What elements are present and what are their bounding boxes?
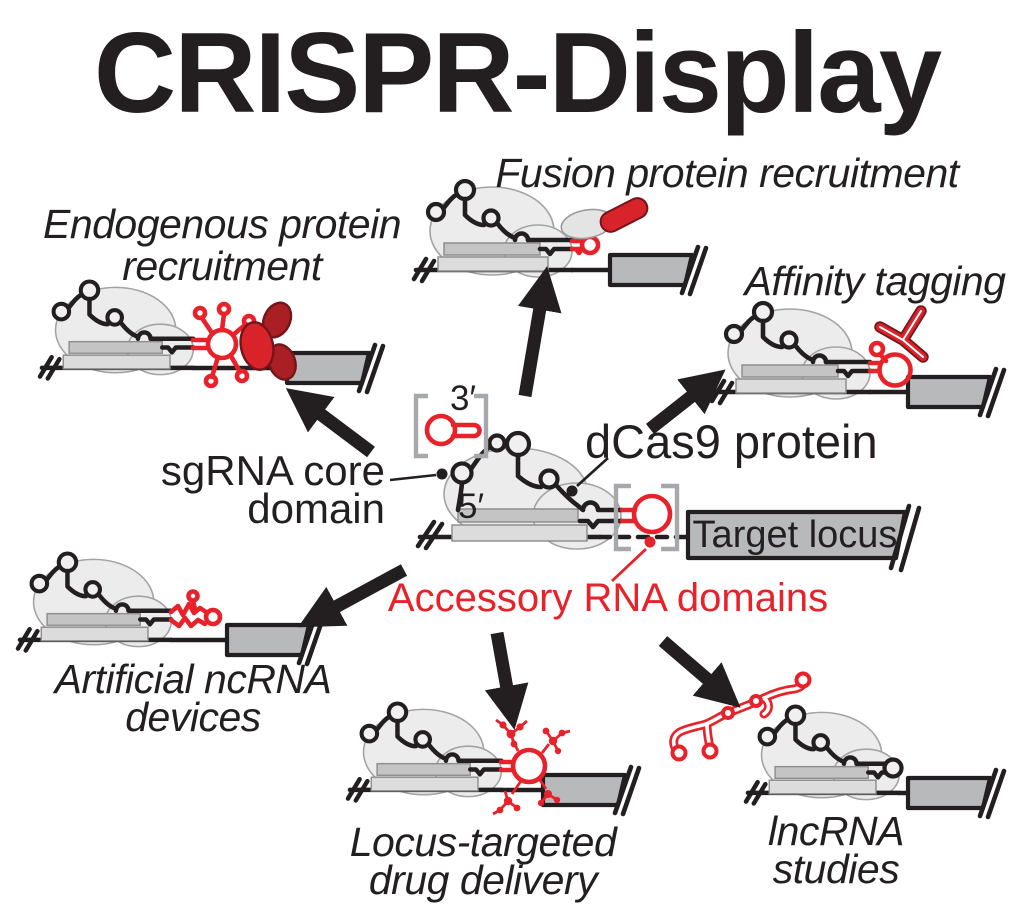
accessory-rna-bracket (613, 483, 680, 552)
label-target-locus: Target locus (692, 514, 898, 556)
three-prime-bracket (413, 393, 489, 459)
accessory-pointer-dot (644, 536, 656, 548)
arrow-to-artificial (297, 564, 408, 628)
dcas9-pointer-line (576, 457, 609, 487)
sgrna-core-pointer-dot (436, 468, 448, 480)
arrows (285, 266, 741, 730)
endogenous-proteins-icon (239, 301, 297, 381)
artificial-ncrna-complex (18, 554, 323, 664)
drug-delivery-complex (348, 704, 639, 814)
accessory-rna-loop-icon (619, 493, 673, 535)
fusion-complex (414, 181, 706, 294)
drug-loop-icon (498, 747, 548, 785)
sgrna-core-icon (450, 430, 625, 530)
ncrna-device-icon (168, 589, 223, 629)
fusion-hairpin-icon (569, 234, 601, 256)
label-dcas9-protein: dCas9 protein (585, 415, 878, 468)
lncrna-complex (669, 671, 1005, 818)
label-three-prime: 3′ (450, 379, 477, 418)
label-affinity-tagging: Affinity tagging (744, 258, 1006, 304)
three-prime-hairpin-icon (424, 413, 482, 447)
fusion-protein-icon (560, 197, 649, 240)
drug-molecules-icon (492, 718, 571, 816)
label-accessory-rna-domains: Accessory RNA domains (387, 576, 829, 620)
label-artificial-ncrna-devices: Artificial ncRNA devices (54, 656, 332, 740)
center-complex (389, 393, 922, 583)
label-endogenous-protein-recruitment: Endogenous protein recruitment (42, 201, 402, 289)
antibody-icon (874, 305, 929, 363)
label-fusion-protein-recruitment: Fusion protein recruitment (495, 150, 959, 196)
label-locus-targeted-drug-delivery: Locus-targeted drug delivery (349, 819, 617, 903)
figure-title: CRISPR-Display (93, 10, 942, 137)
label-five-prime: 5′ (458, 487, 485, 526)
target-locus-box (685, 503, 922, 573)
affinity-loop-icon (867, 340, 913, 388)
arrow-to-fusion (517, 266, 562, 398)
endogenous-complex (40, 282, 383, 392)
arrow-to-drug (484, 631, 529, 730)
affinity-complex (712, 303, 1004, 416)
arrow-to-endogenous (285, 388, 375, 458)
label-sgrna-core-domain: sgRNA core domain (160, 447, 385, 532)
label-lncrna-studies: lncRNA studies (768, 808, 904, 892)
accessory-pointer-line (611, 547, 647, 583)
arrow-to-lncrna (658, 636, 741, 708)
arrow-to-affinity (645, 369, 726, 435)
lncrna-chain-icon (669, 671, 812, 762)
dcas9-pointer-dot (566, 485, 578, 497)
sgrna-core-pointer-line (389, 473, 437, 482)
